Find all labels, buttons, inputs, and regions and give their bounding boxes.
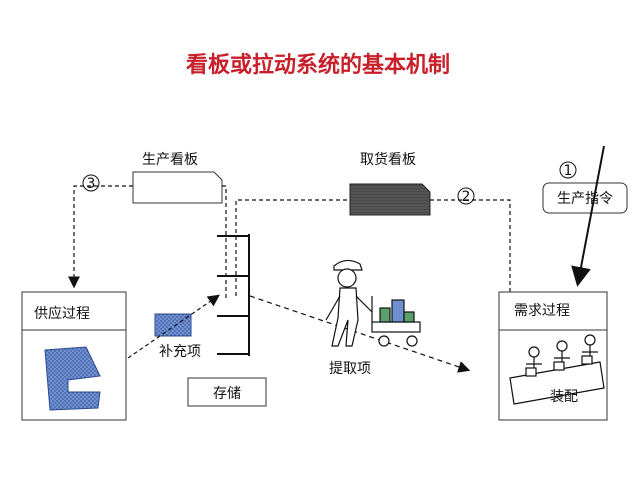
supply-product-shape [44,346,101,411]
pickup-item-label: 提取项 [329,361,371,377]
diagram-title: 看板或拉动系统的基本机制 [186,52,450,78]
worker-cart-figure [325,259,421,347]
production-kanban-link [222,185,227,300]
marker-1-circle [559,161,577,179]
replenish-item-label: 补充项 [159,344,201,360]
assembly-label: 装配 [550,389,578,405]
production-order-arrow [571,145,605,287]
withdrawal-kanban-label: 取货看板 [360,151,416,168]
production-kanban-flow [68,185,133,289]
storage-label: 存储 [213,386,241,402]
marker-3: 3 [87,176,96,192]
marker-2: 2 [462,189,471,205]
assembly-line-figure [509,334,605,405]
replenish-item-block [154,313,192,337]
marker-2-circle [457,187,475,205]
replenish-flow-arrow [127,294,220,359]
production-kanban-card [132,171,223,204]
demand-process-label: 需求过程 [514,303,570,319]
production-kanban-label: 生产看板 [142,152,198,168]
withdrawal-kanban-flow-right [430,199,511,292]
pickup-flow-arrow [249,295,471,373]
marker-1: 1 [564,163,573,179]
production-order-box [542,182,628,214]
production-order-label: 生产指令 [557,191,613,207]
marker-3-circle [82,174,100,192]
withdrawal-kanban-card [349,183,431,216]
supply-process-label: 供应过程 [34,305,90,322]
withdrawal-kanban-flow-left [235,199,350,296]
storage-box [187,377,267,407]
